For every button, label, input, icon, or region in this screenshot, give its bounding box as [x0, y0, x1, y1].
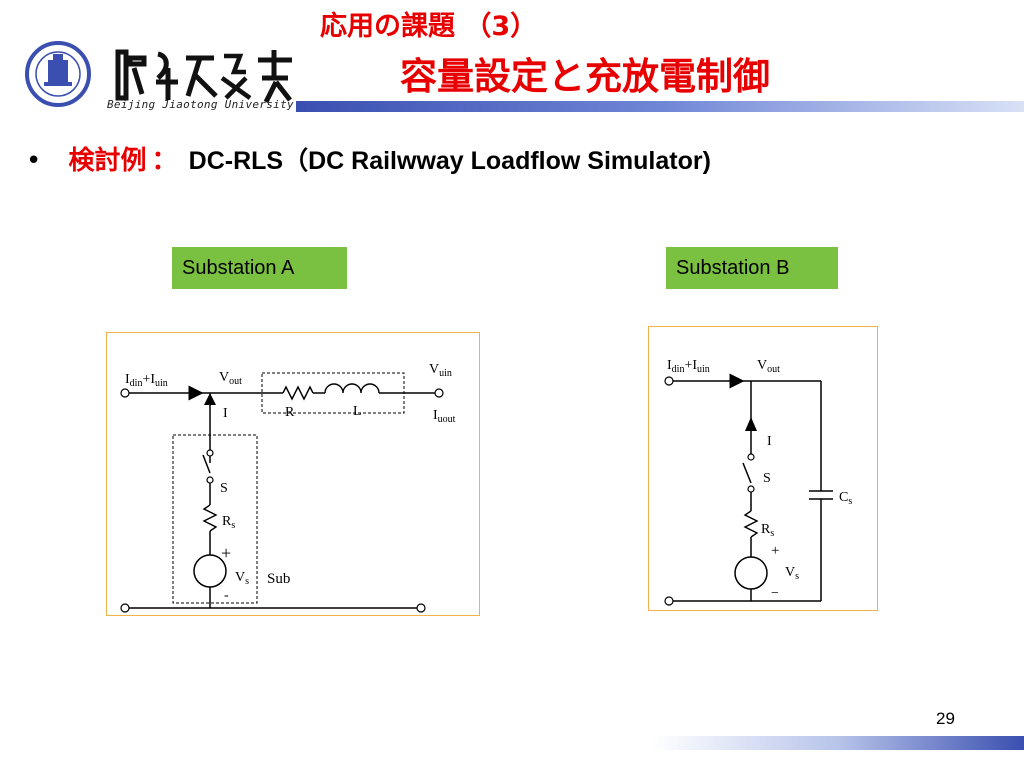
page-number: 29: [936, 709, 955, 728]
switch-s-icon: [202, 454, 211, 474]
terminal-left-bottom: [120, 603, 130, 613]
voltage-source-icon: [734, 556, 768, 590]
branch-current-arrow: [745, 417, 757, 431]
footer-divider-bar: [652, 736, 1024, 750]
vs-label: Vs: [235, 570, 249, 587]
bullet-text: DC-RLS（DC Railwway Loadflow Simulator): [188, 147, 711, 175]
branch-current-label: I: [223, 406, 228, 421]
input-current-label: Idin+Iuin: [667, 358, 710, 375]
minus-sign: -: [224, 588, 229, 603]
bjtu-logo-icon: [25, 41, 292, 107]
substation-a-diagram: Idin+Iuin Vout Vuin Iuout I R L S Rs + V…: [120, 362, 456, 613]
branch-current-label: I: [767, 434, 772, 449]
university-name: Beijing Jiaotong University: [107, 98, 294, 111]
branch-current-arrow: [204, 393, 216, 405]
v-out-label: Vout: [757, 358, 780, 375]
bullet-separator: ：: [151, 146, 178, 176]
substation-box: [172, 434, 258, 604]
line-impedance-box: [261, 372, 405, 414]
terminal-left-top: [120, 388, 130, 398]
resistor-rs-icon: [743, 510, 759, 538]
substation-b-label: Substation B: [666, 247, 838, 289]
substation-a-circuit: Idin+Iuin Vout Vuin Iuout I R L S Rs + V…: [106, 332, 480, 616]
s-label: S: [220, 481, 228, 496]
minus-sign: −: [771, 586, 779, 601]
resistor-rs-icon: [202, 504, 218, 532]
header-divider-bar: [296, 101, 1024, 112]
slide-title-line2: 容量設定と充放電制御: [400, 55, 770, 98]
terminal-bottom: [664, 596, 674, 606]
rs-label: Rs: [222, 514, 235, 531]
v-uin-label: Vuin: [429, 362, 452, 379]
s-label: S: [763, 471, 771, 486]
bullet-item: • 検討例 ： DC-RLS（DC Railwway Loadflow Simu…: [26, 140, 711, 177]
bullet-label: 検討例: [68, 146, 147, 176]
sub-label: Sub: [267, 571, 290, 587]
i-uout-label: Iuout: [433, 408, 456, 425]
vs-label: Vs: [785, 565, 799, 582]
terminal-right-top: [434, 388, 444, 398]
substation-b-diagram: Idin+Iuin Vout I S Cs Rs + Vs −: [664, 358, 852, 606]
plus-sign: +: [221, 543, 231, 563]
terminal-right-bottom: [416, 603, 426, 613]
bullet-dot-icon: •: [26, 146, 42, 176]
plus-sign: +: [771, 543, 779, 559]
substation-b-circuit: Idin+Iuin Vout I S Cs Rs + Vs −: [648, 326, 878, 611]
resistor-r-icon: [282, 385, 314, 401]
substation-a-label: Substation A: [172, 247, 347, 289]
rs-label: Rs: [761, 522, 774, 539]
v-out-label: Vout: [219, 370, 242, 387]
slide-title-line1: 応用の課題 （3）: [320, 11, 538, 42]
input-current-label: Idin+Iuin: [125, 372, 168, 389]
inductor-l-icon: [324, 383, 380, 394]
cs-label: Cs: [839, 490, 852, 507]
r-label: R: [285, 405, 295, 420]
l-label: L: [353, 404, 362, 419]
switch-s-icon: [742, 462, 752, 484]
terminal-top: [664, 376, 674, 386]
